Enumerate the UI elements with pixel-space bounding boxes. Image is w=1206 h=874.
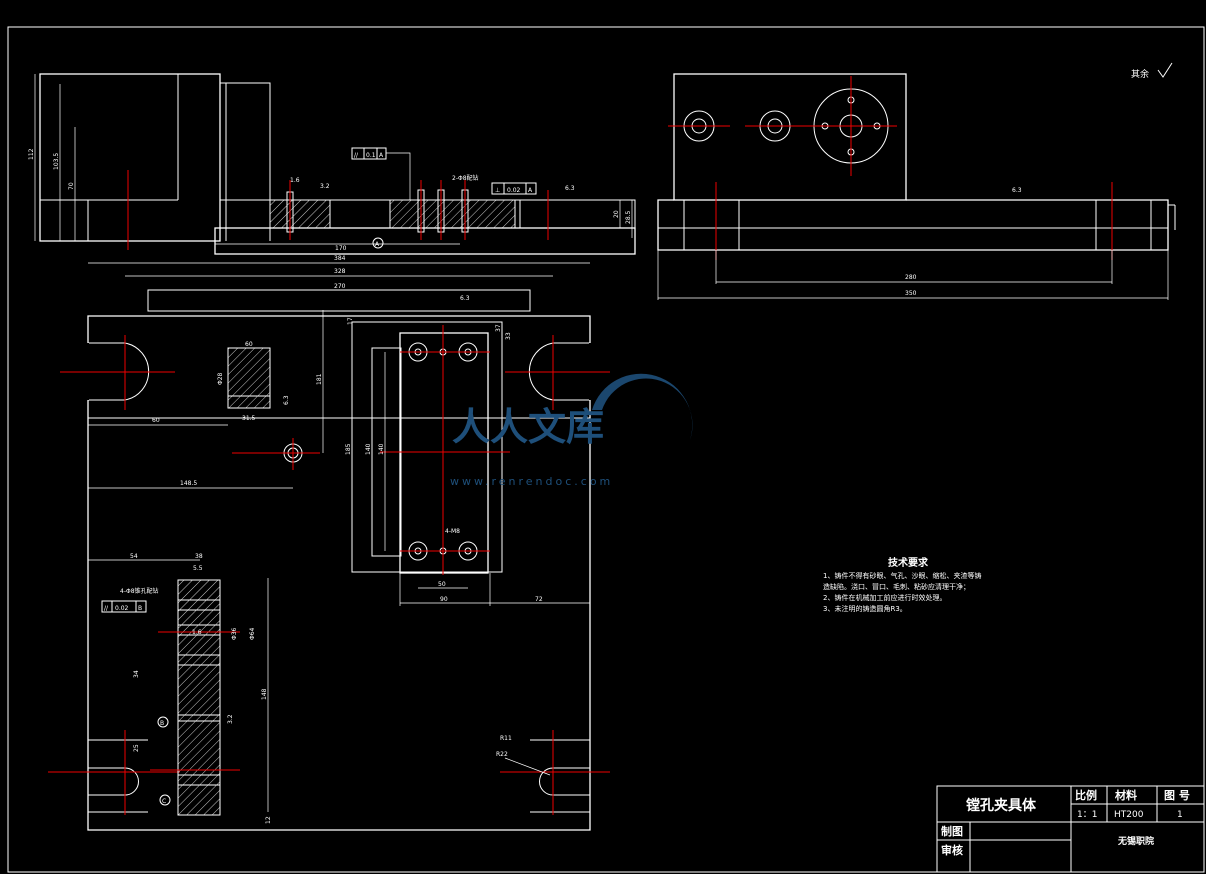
- plan-6-3-dim: 6.3: [283, 395, 290, 405]
- plan-17-dim: 17: [347, 317, 354, 325]
- plan-inner-dim: 328: [334, 268, 346, 275]
- front-h2-dim: 103.5: [53, 153, 60, 170]
- svg-text:B: B: [138, 605, 142, 612]
- plan-72-dim: 72: [535, 596, 543, 603]
- side-view: 280 350 6.3: [657, 73, 1176, 300]
- datum-a-symbol: A: [372, 237, 384, 249]
- drawing-no-value: 1: [1177, 810, 1183, 820]
- watermark-url: www.renrendoc.com: [450, 475, 613, 488]
- bottom-12-dim: 12: [265, 816, 272, 824]
- front-roughness-2: 3.2: [320, 183, 330, 190]
- bottom-phi-dim: Φ36: [231, 627, 238, 640]
- tolerance-frame-parallel: // 0.1 A: [351, 147, 411, 200]
- surface-finish-symbol: [1157, 62, 1173, 78]
- plan-50-dim: 50: [438, 581, 446, 588]
- side-outer-dim: 350: [905, 290, 917, 297]
- plan-181-dim: 181: [316, 373, 323, 385]
- bottom-38-dim: 38: [195, 553, 203, 560]
- plan-140a-dim: 140: [365, 443, 372, 455]
- plan-33-dim: 33: [505, 332, 512, 340]
- tech-req-line-1: 1、铸件不得有砂眼、气孔、沙眼、缩松、夹渣等铸: [823, 571, 981, 580]
- front-right2-dim: 28.5: [625, 210, 632, 224]
- bottom-25-dim: 25: [133, 744, 140, 752]
- plan-overall-dim: 384: [334, 255, 346, 262]
- bottom-r22-dim: R22: [496, 751, 508, 758]
- tech-req-line-4: 3、未注明的铸造圆角R3。: [823, 604, 907, 613]
- bottom-148-dim: 148: [261, 688, 268, 700]
- front-roughness-3: 6.3: [565, 185, 575, 192]
- front-view: 112 103.5 70 170 20 28.5 // 0.1 A ⊥ 0.02…: [28, 73, 636, 255]
- svg-text:B: B: [160, 720, 164, 727]
- tolerance-frame-left: // 0.02 B: [101, 600, 147, 613]
- side-inner-dim: 280: [905, 274, 917, 281]
- bottom-54-dim: 54: [130, 553, 138, 560]
- svg-text:A: A: [379, 152, 384, 159]
- bottom-1-6-dim: 1.6: [192, 629, 202, 636]
- drawing-no-label: 图 号: [1164, 789, 1190, 802]
- material-label: 材料: [1115, 788, 1137, 802]
- front-height-dim: 112: [28, 148, 35, 160]
- front-roughness-1: 1.6: [290, 177, 300, 184]
- watermark-logo: 人人文库 www.renrendoc.com: [450, 373, 693, 488]
- material-value: HT200: [1114, 810, 1144, 820]
- side-roughness: 6.3: [1012, 187, 1022, 194]
- institution: 无锡职院: [1117, 835, 1154, 847]
- drafted-by-label: 制图: [941, 824, 963, 838]
- tolerance-frame-perpendicular: ⊥ 0.02 A: [491, 182, 537, 195]
- watermark-brand: 人人文库: [452, 405, 604, 449]
- svg-text:C: C: [162, 798, 166, 805]
- svg-text:A: A: [375, 241, 380, 248]
- front-base-dim: 170: [335, 245, 347, 252]
- plan-phi28-dim: Φ28: [217, 372, 224, 385]
- technical-requirements: 技术要求 1、铸件不得有砂眼、气孔、沙眼、缩松、夹渣等铸 造缺陷。浇口、冒口、毛…: [823, 556, 981, 613]
- checked-by-label: 审核: [941, 843, 963, 857]
- plan-148-dim: 148.5: [180, 480, 197, 487]
- datum-c-symbol: C: [159, 794, 171, 806]
- svg-text:0.1: 0.1: [366, 152, 376, 159]
- svg-text:A: A: [528, 187, 533, 194]
- svg-text://: //: [104, 605, 109, 612]
- surface-finish-note: 其余: [1131, 68, 1149, 80]
- svg-text:0.02: 0.02: [507, 187, 521, 194]
- plan-90-dim: 90: [440, 596, 448, 603]
- bottom-phi2-dim: Φ64: [249, 627, 256, 640]
- plan-185-dim: 185: [345, 443, 352, 455]
- plan-31-dim: 31.5: [242, 415, 256, 422]
- plan-37-dim: 37: [495, 324, 502, 332]
- svg-text:0.02: 0.02: [115, 605, 129, 612]
- bottom-34-dim: 34: [133, 670, 140, 678]
- svg-text:⊥: ⊥: [495, 187, 500, 194]
- svg-text://: //: [354, 152, 359, 159]
- tech-req-title: 技术要求: [888, 556, 929, 569]
- front-h3-dim: 70: [68, 182, 75, 190]
- bottom-note: 4-Φ8锥孔配钻: [120, 587, 159, 595]
- datum-b-symbol: B: [157, 716, 169, 728]
- bottom-3-2-dim: 3.2: [227, 714, 234, 724]
- tech-req-line-2: 造缺陷。浇口、冒口、毛刺、粘砂应清理干净；: [823, 582, 970, 591]
- top-hole-note: 2-Φ8配钻: [452, 174, 479, 182]
- plan-roughness: 6.3: [460, 295, 470, 302]
- scale-label: 比例: [1075, 788, 1097, 802]
- plan-140b-dim: 140: [378, 443, 385, 455]
- bottom-r11-dim: R11: [500, 735, 512, 742]
- plan-60b-dim: 60: [245, 341, 253, 348]
- drawing-name: 镗孔夹具体: [966, 797, 1037, 814]
- plan-slot-dim: 270: [334, 283, 346, 290]
- title-block: 镗孔夹具体 比例 1：1 材料 HT200 图 号 1 制图 审核 无锡职院: [936, 785, 1205, 873]
- tech-req-line-3: 2、铸件在机械加工前应进行时效处理。: [823, 593, 946, 602]
- holes-note: 4-M8: [445, 528, 460, 535]
- plan-60-dim: 60: [152, 417, 160, 424]
- scale-value: 1：1: [1077, 810, 1097, 820]
- drawing-border: [7, 26, 1205, 873]
- plan-view: 384 328 270 60 148.5 181 185 140 140 90 …: [48, 255, 610, 831]
- front-right-dim: 20: [613, 210, 620, 218]
- bottom-5-dim: 5.5: [193, 565, 203, 572]
